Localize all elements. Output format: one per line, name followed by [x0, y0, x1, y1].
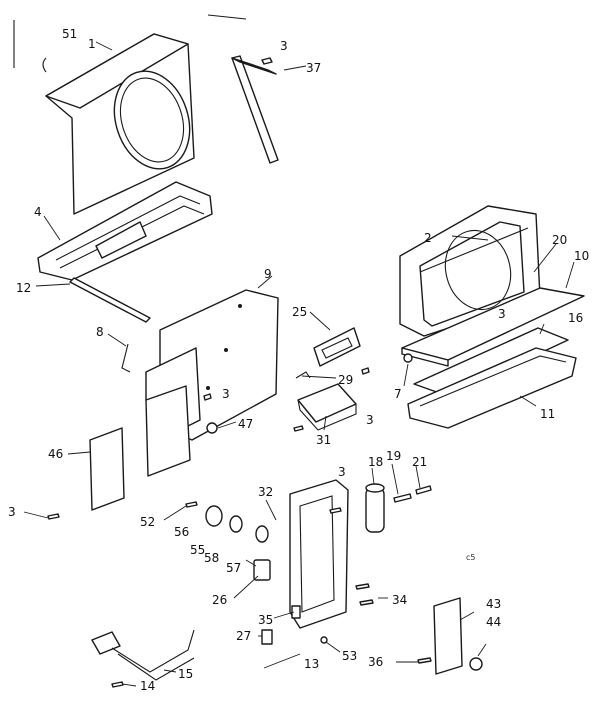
- part-screw-3a: [261, 57, 273, 65]
- callout-21: 21: [412, 455, 427, 469]
- callout-53: 53: [342, 649, 357, 663]
- part-switch-bracket: [289, 479, 349, 629]
- callout-43: 43: [486, 597, 501, 611]
- part-control-bracket: [145, 289, 279, 477]
- callout-labels: 51 1 3 37 4 2 20 10 12 9 8 25 3 16 29 7 …: [8, 27, 589, 693]
- part-screw-3f: [293, 425, 304, 432]
- callout-3: 3: [280, 39, 288, 53]
- part-screw-52: [185, 501, 198, 508]
- callout-12: 12: [16, 281, 31, 295]
- callout-10: 10: [574, 249, 589, 263]
- part-clip-35: [291, 605, 301, 619]
- callout-3-left: 3: [8, 505, 16, 519]
- callout-8: 8: [96, 325, 104, 339]
- part-plate-46: [89, 427, 125, 511]
- callout-56: 56: [174, 525, 189, 539]
- corner-note: c5: [466, 553, 476, 562]
- part-clip-8: [121, 343, 131, 373]
- part-drain-pan-11: [407, 347, 577, 429]
- part-shaft-58: [255, 525, 269, 543]
- callout-37: 37: [306, 61, 321, 75]
- callout-14: 14: [140, 679, 155, 693]
- callout-13: 13: [304, 657, 319, 671]
- callout-20: 20: [552, 233, 567, 247]
- part-washer-55: [229, 515, 243, 533]
- part-bracket-31: [297, 383, 357, 431]
- callout-34: 34: [392, 593, 407, 607]
- callout-18: 18: [368, 455, 383, 469]
- callout-55: 55: [190, 543, 205, 557]
- callout-19: 19: [386, 449, 401, 463]
- part-capacitor: [365, 483, 385, 533]
- part-bracket-37: [231, 55, 279, 164]
- part-switch-57: [253, 559, 271, 581]
- callout-47: 47: [238, 417, 253, 431]
- part-screw-3e: [361, 367, 370, 375]
- part-base-pan: [37, 181, 213, 281]
- callout-27: 27: [236, 629, 251, 643]
- top-dash: [207, 14, 247, 20]
- part-screw-19: [393, 493, 412, 503]
- callout-51: 51: [62, 27, 77, 41]
- callout-2: 2: [424, 231, 432, 245]
- part-relay-27: [261, 629, 273, 645]
- callout-57: 57: [226, 561, 241, 575]
- part-screw-3d: [203, 393, 212, 401]
- part-bracket-25: [313, 327, 361, 367]
- callout-58: 58: [204, 551, 219, 565]
- part-nut-53: [320, 636, 328, 644]
- part-fitting-7: [403, 353, 413, 363]
- part-knob-44: [469, 657, 483, 671]
- callout-9: 9: [264, 267, 272, 281]
- callout-31: 31: [316, 433, 331, 447]
- callout-15: 15: [178, 667, 193, 681]
- part-screw-21: [415, 485, 432, 495]
- callout-29: 29: [338, 373, 353, 387]
- part-top-plate: [401, 287, 585, 367]
- callout-36: 36: [368, 655, 383, 669]
- part-screw-14: [111, 681, 124, 688]
- part-panel-43: [433, 597, 463, 675]
- part-rod-12: [69, 277, 151, 323]
- callout-3-cap: 3: [338, 465, 346, 479]
- callout-7: 7: [394, 387, 402, 401]
- part-nut-47: [206, 422, 218, 434]
- callout-32: 32: [258, 485, 273, 499]
- callout-46: 46: [48, 447, 63, 461]
- part-shroud: [45, 33, 195, 215]
- callout-52: 52: [140, 515, 155, 529]
- part-clip-29: [295, 371, 311, 379]
- part-clip-51: [42, 57, 47, 73]
- callout-3-right: 3: [498, 307, 506, 321]
- leader-lines: [23, 41, 575, 687]
- part-knob-56: [205, 505, 223, 527]
- part-screw-3c: [329, 507, 342, 514]
- part-screw-34a: [355, 583, 370, 590]
- callout-25: 25: [292, 305, 307, 319]
- callout-3-mid: 3: [222, 387, 230, 401]
- part-screw-36: [417, 657, 432, 664]
- callout-11: 11: [540, 407, 555, 421]
- callout-4: 4: [34, 205, 42, 219]
- callout-44: 44: [486, 615, 501, 629]
- part-screw-34b: [359, 599, 374, 606]
- callout-16: 16: [568, 311, 583, 325]
- callout-26: 26: [212, 593, 227, 607]
- callout-35: 35: [258, 613, 273, 627]
- part-screw-3b: [47, 513, 60, 520]
- callout-1: 1: [88, 37, 96, 51]
- callout-3-lower: 3: [366, 413, 374, 427]
- part-harness: [91, 629, 195, 681]
